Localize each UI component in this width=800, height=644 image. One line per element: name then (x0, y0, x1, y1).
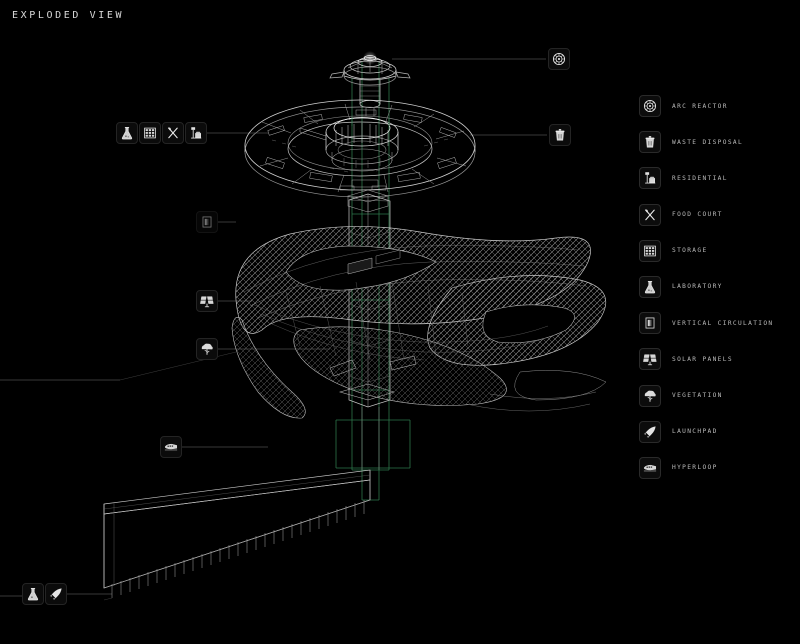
legend-item-launchpad[interactable]: LAUNCHPAD (639, 420, 799, 444)
hyperloop-callout[interactable] (160, 436, 182, 458)
module-hyperloop-deck (103, 469, 371, 598)
legend-item-vertical-circulation[interactable]: VERTICAL CIRCULATION (639, 311, 799, 335)
legend-label: HYPERLOOP (672, 464, 718, 472)
laboratory-icon (639, 275, 661, 298)
vegetation-icon (200, 342, 214, 356)
launchpad-icon (639, 420, 661, 443)
waste-disposal-icon (639, 131, 661, 154)
hyperloop-icon (639, 456, 661, 479)
laboratory-icon (26, 587, 40, 601)
hyperloop-icon (164, 440, 178, 454)
module-mesh-canopy (231, 226, 607, 419)
laboratory-callout-top[interactable] (116, 122, 138, 144)
food-court-icon (639, 203, 661, 226)
legend-item-food-court[interactable]: FOOD COURT (639, 203, 799, 227)
legend-item-laboratory[interactable]: LABORATORY (639, 275, 799, 299)
storage-icon (143, 126, 157, 140)
residential-callout-top[interactable] (185, 122, 207, 144)
module-habitat-torus (244, 99, 476, 213)
legend-item-residential[interactable]: RESIDENTIAL (639, 166, 799, 190)
legend-label: VERTICAL CIRCULATION (672, 319, 774, 327)
residential-icon (639, 167, 661, 190)
legend-label: LAUNCHPAD (672, 428, 718, 436)
laboratory-icon (120, 126, 134, 140)
vegetation-callout[interactable] (196, 338, 218, 360)
legend-label: STORAGE (672, 247, 708, 255)
vertical-circulation-icon (200, 215, 214, 229)
legend-label: WASTE DISPOSAL (672, 138, 744, 146)
legend-item-vegetation[interactable]: VEGETATION (639, 384, 799, 408)
legend-item-waste-disposal[interactable]: WASTE DISPOSAL (639, 130, 799, 154)
ground-reference-lines (103, 351, 237, 601)
legend-label: RESIDENTIAL (672, 174, 728, 182)
legend-label: VEGETATION (672, 392, 723, 399)
legend-label: FOOD COURT (672, 211, 723, 219)
legend-label: SOLAR PANELS (672, 355, 733, 363)
launchpad-icon (49, 587, 63, 601)
legend-item-hyperloop[interactable]: HYPERLOOP (639, 456, 799, 480)
vertical-circulation-icon (639, 312, 661, 335)
page-title: EXPLODED VIEW (12, 10, 125, 21)
legend-label: LABORATORY (672, 283, 723, 291)
waste-disposal-callout[interactable] (549, 124, 571, 146)
waste-disposal-icon (553, 128, 567, 142)
arc-reactor-callout[interactable] (548, 48, 570, 70)
arc-reactor-icon (639, 95, 661, 117)
legend-item-storage[interactable]: STORAGE (639, 239, 799, 263)
solar-panels-icon (200, 294, 214, 308)
launchpad-callout-bottom[interactable] (45, 583, 67, 605)
canopy-deck-grid (251, 281, 549, 361)
legend-item-solar-panels[interactable]: SOLAR PANELS (639, 347, 799, 371)
legend-item-arc-reactor[interactable]: ARC REACTOR (639, 94, 799, 118)
solar-panels-icon (639, 348, 661, 371)
arc-reactor-icon (552, 52, 566, 66)
residential-icon (189, 126, 203, 140)
vertical-circulation-callout[interactable] (196, 211, 218, 233)
storage-icon (639, 239, 661, 262)
module-arc-reactor-pod (329, 51, 411, 116)
legend-label: ARC REACTOR (672, 102, 728, 110)
legend-panel: ARC REACTOR WASTE DISPOSAL (639, 94, 799, 492)
food-court-icon (166, 126, 180, 140)
food-court-callout-top[interactable] (162, 122, 184, 144)
vegetation-icon (639, 384, 661, 407)
storage-callout-top[interactable] (139, 122, 161, 144)
solar-panels-callout[interactable] (196, 290, 218, 312)
laboratory-callout-bottom[interactable] (22, 583, 44, 605)
